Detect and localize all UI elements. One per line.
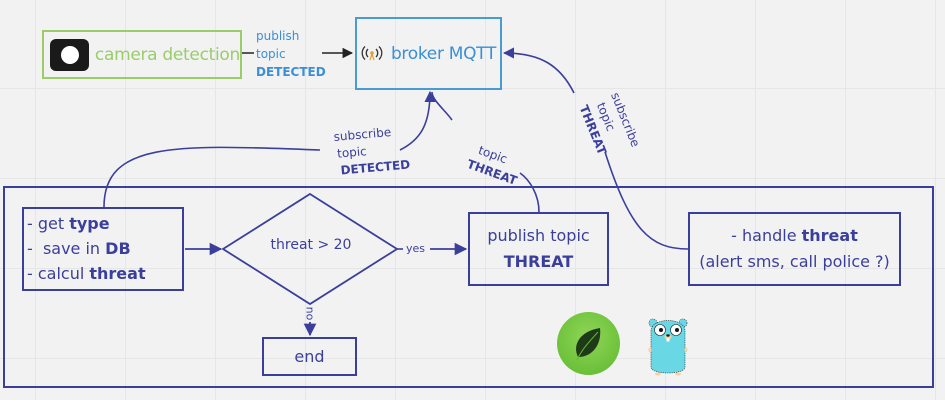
publish-threat-box[interactable]: publish topic THREAT xyxy=(468,212,609,286)
process-line-3: - calcul threat xyxy=(27,261,182,286)
subscribe-threat-connector xyxy=(604,151,689,250)
decision-label: threat > 20 xyxy=(270,237,352,253)
process-line-1-bold: type xyxy=(69,214,110,233)
publish-label-line1: publish xyxy=(256,29,300,43)
yes-label: yes xyxy=(406,242,426,255)
service-container xyxy=(3,186,934,388)
publish-label-line2: topic xyxy=(256,47,286,61)
process-line-2-bold: DB xyxy=(105,239,131,258)
process-line-2-text: - save in xyxy=(27,239,106,258)
subscribe-detected-connector xyxy=(103,146,321,208)
decision-diamond xyxy=(221,192,399,306)
publish-box-line1: publish topic xyxy=(487,226,590,245)
broker-mqtt-node[interactable]: broker MQTT xyxy=(355,17,502,90)
camera-detection-node[interactable]: camera detection xyxy=(42,30,242,79)
leaf-logo-icon xyxy=(576,328,601,361)
publish-threat-connector xyxy=(519,172,540,213)
process-line-2: - save in DB xyxy=(27,236,182,261)
broker-label: broker MQTT xyxy=(390,43,497,64)
gopher-mascot-icon xyxy=(648,318,688,376)
publish-threat-arrow xyxy=(431,91,453,121)
subscribe-detected-arrow xyxy=(399,90,436,151)
handler-line1: - handle threat xyxy=(690,223,899,249)
wireless-broadcast-icon xyxy=(361,46,383,61)
process-detection-box[interactable]: - get type - save in DB - calcul threat xyxy=(22,207,184,291)
publish-box-line2: THREAT xyxy=(503,252,574,271)
process-line-3-bold: threat xyxy=(89,264,146,283)
camera-detection-label: camera detection xyxy=(94,44,240,65)
publish-detected-label: publish topic DETECTED xyxy=(256,27,326,81)
handle-threat-box[interactable]: - handle threat (alert sms, call police … xyxy=(688,212,901,286)
subscribe-threat-arrow xyxy=(502,47,575,94)
camera-icon xyxy=(50,38,89,71)
process-line-3-text: - calcul xyxy=(27,264,90,283)
process-line-1: - get type xyxy=(27,211,182,236)
handler-line1-text: - handle xyxy=(731,226,802,245)
handler-line2: (alert sms, call police ?) xyxy=(699,252,890,271)
process-line-1-text: - get xyxy=(27,214,70,233)
handler-line1-bold: threat xyxy=(801,226,858,245)
end-box[interactable]: end xyxy=(262,337,357,376)
publish-label-topic: DETECTED xyxy=(256,65,326,79)
